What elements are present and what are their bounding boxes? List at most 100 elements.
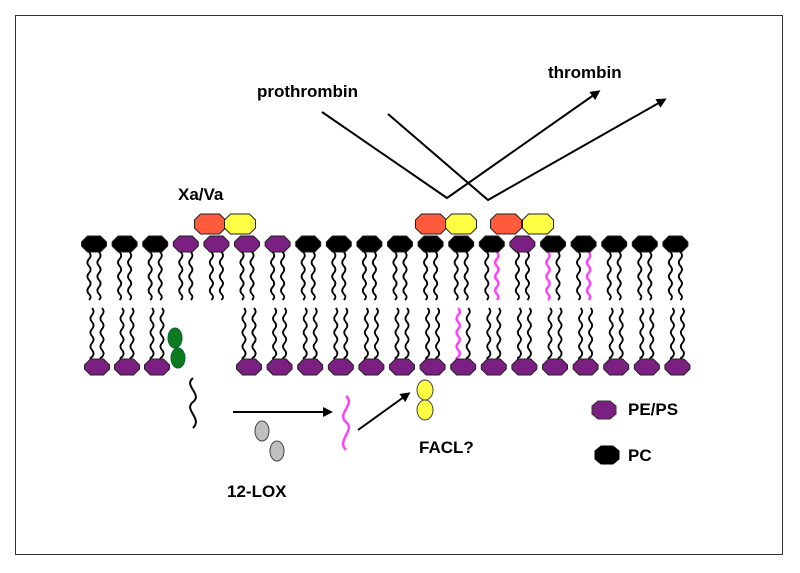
lipid-tail bbox=[608, 307, 614, 361]
lipid-tail bbox=[547, 307, 553, 361]
lipid-tail bbox=[618, 307, 624, 361]
lipid-tail bbox=[361, 251, 367, 301]
lipid-tail bbox=[585, 251, 592, 301]
lipid-tail bbox=[455, 307, 461, 362]
lipid-tail bbox=[557, 307, 563, 361]
lipid-tail bbox=[333, 307, 339, 361]
pe-ps-head bbox=[266, 358, 293, 376]
lipid-tail bbox=[117, 251, 123, 301]
pe-ps-head bbox=[542, 358, 568, 376]
oxidized-fatty-acid bbox=[341, 395, 351, 451]
lipid-tail bbox=[371, 251, 377, 301]
pe-ps-head bbox=[509, 235, 536, 253]
lower-leaflet-heads bbox=[84, 358, 691, 376]
lipid-tail bbox=[280, 251, 286, 301]
lipid-tail bbox=[402, 251, 408, 301]
lipid-tail bbox=[667, 251, 673, 301]
lipid-tail bbox=[341, 251, 347, 301]
pe-ps-head bbox=[203, 235, 230, 253]
lipid-tail bbox=[99, 307, 105, 361]
lipid-tail bbox=[239, 251, 245, 301]
pe-ps-head bbox=[84, 358, 110, 376]
pe-ps-head bbox=[450, 358, 477, 376]
lipid-tail bbox=[516, 307, 522, 361]
factor-va bbox=[224, 213, 256, 235]
pe-ps-head bbox=[480, 358, 507, 376]
factor-xa bbox=[415, 213, 447, 235]
legend-pc-swatch bbox=[594, 445, 620, 465]
lipid-tail bbox=[149, 307, 155, 361]
pc-head bbox=[295, 235, 322, 253]
pc-head bbox=[111, 235, 138, 253]
lipid-tail bbox=[178, 251, 184, 301]
lipid-tail bbox=[484, 251, 490, 301]
lipid-tail bbox=[363, 307, 369, 361]
lipid-tail bbox=[425, 307, 431, 361]
lipid-tail bbox=[496, 307, 502, 361]
lipid-tail bbox=[147, 251, 153, 301]
lipid-tail bbox=[555, 251, 561, 301]
pc-head bbox=[601, 235, 628, 253]
prothrombin-conversion-arrow-2 bbox=[387, 98, 667, 202]
pe-ps-head bbox=[172, 235, 199, 253]
pe-ps-head bbox=[358, 358, 385, 376]
pc-head bbox=[387, 235, 413, 253]
lipid-tail bbox=[526, 307, 532, 361]
lipid-tail bbox=[270, 251, 276, 301]
legend-pe-ps-label: PE/PS bbox=[628, 400, 679, 419]
lipid-tail bbox=[578, 307, 584, 361]
released-fatty-acid bbox=[189, 377, 197, 429]
lipid-tail bbox=[300, 251, 306, 301]
lipid-tail bbox=[463, 251, 469, 301]
lipid-tail bbox=[423, 251, 429, 301]
lipid-tail bbox=[404, 307, 410, 361]
pc-head bbox=[570, 235, 597, 253]
xa-va-label: Xa/Va bbox=[178, 185, 224, 204]
pe-ps-head bbox=[389, 358, 415, 376]
lipid-tail bbox=[616, 251, 622, 301]
lipid-tail bbox=[157, 251, 163, 301]
legend-pc-label: PC bbox=[628, 446, 652, 465]
lipid-tail bbox=[282, 307, 288, 361]
pc-head bbox=[662, 235, 689, 253]
lipid-tail bbox=[251, 307, 257, 361]
pe-ps-head bbox=[327, 358, 354, 376]
lipid-tail bbox=[310, 251, 316, 301]
pe-ps-head bbox=[511, 358, 538, 376]
lipid-tail bbox=[208, 251, 214, 301]
lower-leaflet-tails bbox=[89, 307, 685, 362]
lipid-tail bbox=[218, 251, 224, 301]
prothrombin-label: prothrombin bbox=[257, 82, 359, 101]
lipid-tail bbox=[494, 251, 500, 301]
lipid-tail bbox=[465, 307, 471, 361]
pc-head bbox=[325, 235, 352, 253]
thrombin-label: thrombin bbox=[548, 63, 622, 82]
lipid-tail bbox=[524, 251, 530, 301]
lipid-tail bbox=[637, 251, 643, 301]
factor-va bbox=[522, 213, 554, 235]
lipid-tail bbox=[486, 307, 492, 361]
lipid-tail bbox=[647, 251, 653, 301]
pc-head bbox=[631, 235, 658, 253]
pe-ps-head bbox=[419, 358, 446, 376]
factor-va bbox=[445, 213, 477, 235]
lipid-tail bbox=[241, 307, 247, 361]
legend-pe-ps-swatch bbox=[591, 400, 617, 420]
lipid-tail bbox=[89, 307, 95, 361]
pe-ps-head bbox=[572, 358, 599, 376]
lipid-tail bbox=[188, 251, 194, 301]
prothrombin-conversion-arrow bbox=[321, 90, 601, 200]
factor-xa bbox=[194, 213, 226, 235]
facl-label: FACL? bbox=[419, 438, 474, 457]
lipid-tail bbox=[272, 307, 278, 361]
lox-label: 12-LOX bbox=[227, 482, 287, 501]
lipid-tail bbox=[677, 251, 683, 301]
pc-head bbox=[417, 235, 444, 253]
lipid-tail bbox=[392, 251, 398, 301]
lipid-tail bbox=[545, 251, 551, 301]
lipid-tail bbox=[86, 251, 92, 301]
facl-incorporation-arrow bbox=[357, 392, 411, 431]
facl-enzyme bbox=[416, 379, 434, 401]
membrane-enzyme bbox=[170, 347, 186, 369]
